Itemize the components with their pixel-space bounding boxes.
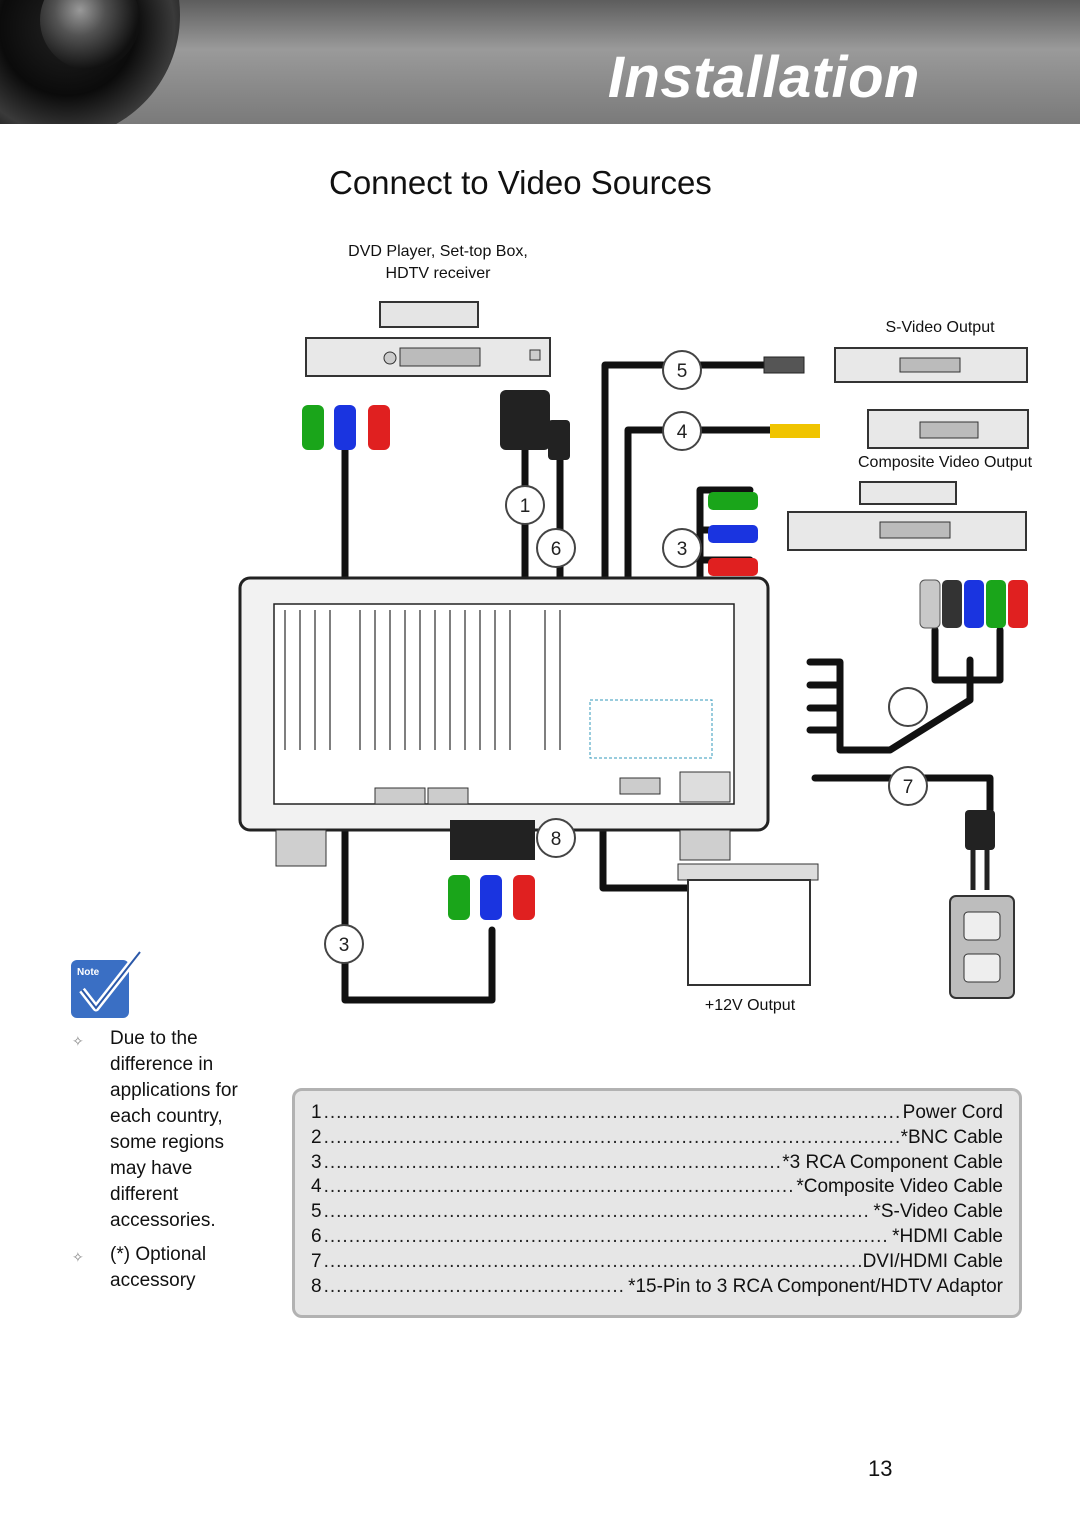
- callout-8: 8: [551, 829, 562, 850]
- callout-3-left: 3: [339, 935, 350, 956]
- twelve-volt-cable: [599, 806, 709, 892]
- legend-item: 6*HDMI Cable: [311, 1225, 1003, 1250]
- note-text-accessories: Due to the difference in applications fo…: [110, 1028, 238, 1231]
- projector-rear-panel: [238, 576, 770, 867]
- note-item: ✧ Due to the difference in applications …: [70, 1026, 260, 1234]
- note-icon-text: Note: [77, 967, 100, 978]
- dvd-label: DVD Player, Set-top Box,: [348, 243, 528, 260]
- dvd-player-icon: [305, 301, 551, 377]
- power-plug-icon: [965, 810, 995, 890]
- hdtv-label: HDTV receiver: [385, 265, 491, 282]
- section-title: Connect to Video Sources: [329, 164, 712, 201]
- callout-6: 6: [551, 539, 562, 560]
- wall-outlet-icon: [949, 895, 1015, 999]
- svideo-output-label: S-Video Output: [885, 319, 995, 336]
- vga-rca-adapter: [448, 820, 535, 920]
- callout-1: 1: [520, 496, 531, 517]
- composite-cable: [624, 426, 784, 634]
- callout-5: 5: [677, 361, 688, 382]
- projection-screen-icon: [677, 863, 819, 986]
- twelve-volt-output-label: +12V Output: [704, 997, 796, 1014]
- legend-item: 8*15-Pin to 3 RCA Component/HDTV Adaptor: [311, 1275, 1003, 1300]
- header-banner: Installation: [0, 0, 1080, 124]
- svideo-device-icon: [763, 347, 1028, 383]
- legend-item: 4*Composite Video Cable: [311, 1175, 1003, 1200]
- note-checkmark-icon: Note: [68, 949, 146, 1022]
- diamond-bullet-icon: ✧: [72, 1249, 84, 1265]
- composite-device-icon: [770, 409, 1029, 449]
- rca-plugs-top-left: [302, 405, 390, 450]
- legend-item: 1Power Cord: [311, 1101, 1003, 1126]
- page-number: 13: [868, 1456, 893, 1481]
- legend-item: 7DVI/HDMI Cable: [311, 1250, 1003, 1275]
- callout-4: 4: [677, 422, 688, 443]
- bnc-cable: [806, 656, 974, 754]
- callout-7: 7: [903, 777, 914, 798]
- cable-legend: 1Power Cord 2*BNC Cable 3*3 RCA Componen…: [292, 1088, 1022, 1318]
- legend-item: 2*BNC Cable: [311, 1126, 1003, 1151]
- notes-list: ✧ Due to the difference in applications …: [70, 1026, 260, 1302]
- diamond-bullet-icon: ✧: [72, 1033, 84, 1049]
- svideo-cable: [601, 361, 779, 634]
- composite-output-label: Composite Video Output: [857, 454, 1033, 471]
- connection-diagram: 5 4 1 6 3 8 3 7 DVD Player, Set-top Box,…: [230, 230, 1060, 1030]
- dvi-connector-icon: [500, 390, 570, 460]
- note-text-optional: (*) Optional accessory: [110, 1244, 207, 1291]
- note-item: ✧ (*) Optional accessory: [70, 1242, 260, 1294]
- component-device-icon: [708, 481, 1027, 576]
- callout-3: 3: [677, 539, 688, 560]
- power-cord: [811, 774, 994, 814]
- legend-item: 3*3 RCA Component Cable: [311, 1151, 1003, 1176]
- legend-item: 5*S-Video Cable: [311, 1200, 1003, 1225]
- bnc-plugs-right: [919, 579, 1028, 629]
- chapter-title: Installation: [607, 45, 920, 110]
